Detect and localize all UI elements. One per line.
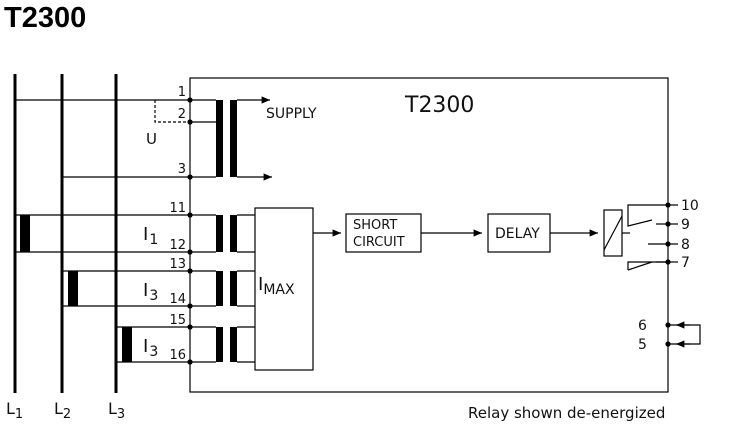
voltage-label: U — [146, 130, 157, 148]
right-terminal-ties — [668, 204, 678, 263]
ct-bar-l3 — [122, 327, 132, 362]
terminal-8: 8 — [681, 237, 690, 253]
short-circuit-block — [345, 213, 422, 253]
terminal-11: 11 — [169, 201, 186, 216]
caption: Relay shown de-energized — [468, 404, 665, 422]
phase-busbars — [13, 74, 118, 393]
supply-core-left — [216, 100, 223, 177]
ct-bar-l1 — [20, 215, 30, 252]
phase-labels: L1 L2 L3 — [6, 399, 125, 422]
ct-loops — [15, 214, 190, 363]
terminal-5: 5 — [638, 337, 647, 353]
right-terminal-labels: 10 9 8 7 6 5 — [638, 198, 699, 353]
supply-core-right — [230, 100, 237, 177]
feed-wires — [15, 99, 190, 178]
imax-block — [254, 207, 314, 371]
terminal-15: 15 — [169, 313, 186, 328]
supply-transformer — [190, 96, 272, 181]
imax-label: IMAX — [258, 274, 295, 298]
current-label-1: I1 — [143, 224, 158, 248]
terminal-14: 14 — [169, 292, 186, 307]
terminal-16: 16 — [169, 348, 186, 363]
current-label-2: I3 — [143, 280, 158, 304]
delay-label: DELAY — [495, 226, 540, 242]
page-title: T2300 — [4, 2, 87, 34]
link-arrows — [676, 321, 690, 348]
left-terminal-labels: 1 2 3 11 12 13 14 15 16 — [169, 85, 186, 363]
current-labels: I1 I3 I3 — [143, 224, 158, 360]
terminal-1: 1 — [178, 85, 186, 100]
current-label-3: I3 — [143, 336, 158, 360]
terminal-6: 6 — [638, 318, 647, 334]
ct-bar-l2 — [68, 271, 78, 306]
terminal-10: 10 — [681, 198, 699, 214]
ct-internal — [190, 214, 255, 363]
terminal-13: 13 — [169, 257, 186, 272]
phase-label-l2: L2 — [54, 399, 71, 422]
ct-cores — [216, 215, 237, 362]
phase-label-l3: L3 — [108, 399, 125, 422]
terminal-7: 7 — [681, 255, 690, 271]
device-box — [189, 77, 669, 393]
short-circuit-line1: SHORT — [353, 218, 397, 233]
delay-block — [487, 213, 551, 253]
device-label: T2300 — [404, 93, 474, 118]
terminal-12: 12 — [169, 238, 186, 253]
terminal-3: 3 — [178, 162, 186, 177]
phase-label-l1: L1 — [6, 399, 23, 422]
relay-coil — [603, 209, 630, 257]
supply-label: SUPPLY — [266, 106, 317, 122]
terminal-9: 9 — [681, 217, 690, 233]
terminal-2: 2 — [178, 107, 186, 122]
short-circuit-line2: CIRCUIT — [353, 235, 405, 250]
